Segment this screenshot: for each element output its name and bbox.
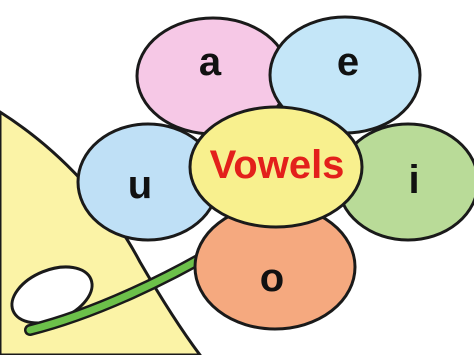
petal-o: o [193,203,357,331]
flower-center-shape [188,105,364,229]
flower-center-label: Vowels [210,143,345,187]
petal-u-label: u [128,163,152,207]
petal-a-label: a [199,40,222,84]
petal-e-label: e [337,40,359,84]
flower-center: Vowels [188,105,364,229]
petal-i-label: i [408,158,419,202]
petal-u: u [76,122,220,242]
petal-o-label: o [260,256,284,300]
